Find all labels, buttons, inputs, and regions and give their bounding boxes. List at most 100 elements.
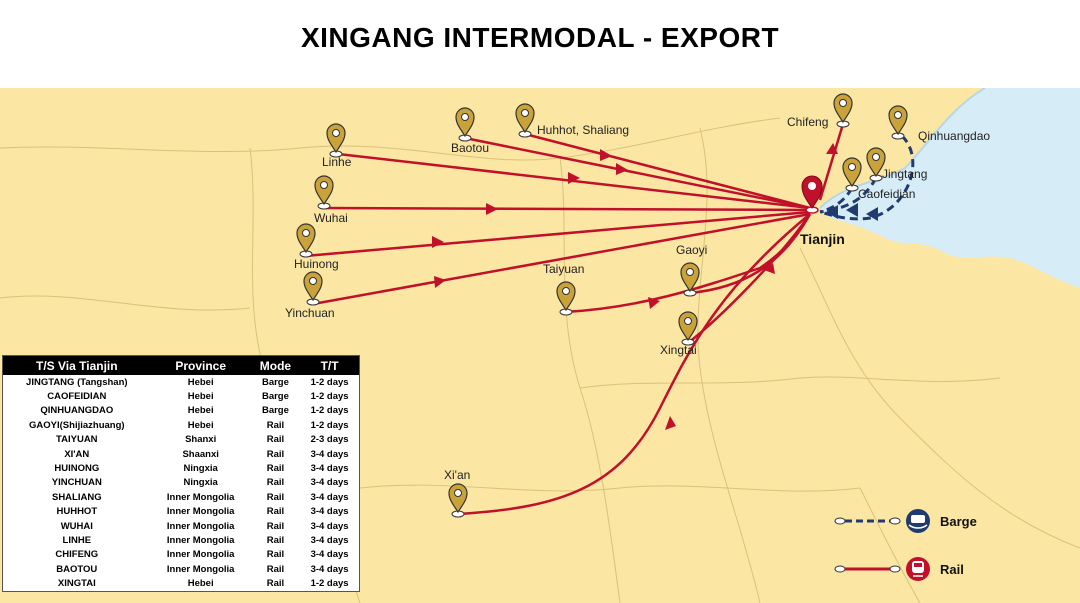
table-cell: Rail <box>266 506 285 518</box>
table-cell: SHALIANG <box>51 491 102 503</box>
location-pin-icon <box>556 281 576 312</box>
city-marker-huinong[interactable]: Huinong <box>294 223 339 271</box>
table-cell: Barge <box>261 391 289 403</box>
table-cell: GAOYI(Shijiazhuang) <box>29 419 125 431</box>
city-label: Xingtai <box>660 343 697 357</box>
table-cell: QINHUANGDAO <box>40 405 114 417</box>
city-marker-baotou[interactable]: Baotou <box>451 107 489 155</box>
table-cell: 3-4 days <box>310 520 349 532</box>
table-cell: Hebei <box>187 376 214 388</box>
city-label: Gaoyi <box>676 243 707 257</box>
legend: Barge Rail <box>834 509 977 581</box>
table-cell: BAOTOU <box>56 563 98 575</box>
table-row: XINGTAI Hebei Rail 1-2 days <box>3 576 359 590</box>
table-cell: TAIYUAN <box>56 434 98 446</box>
table-cell: Shanxi <box>185 434 217 446</box>
train-icon <box>906 557 930 581</box>
table-cell: Inner Mongolia <box>166 563 235 575</box>
table-header-cell: T/S Via Tianjin <box>3 356 151 375</box>
route-wuhai <box>324 206 811 212</box>
table-cell: YINCHUAN <box>51 477 102 489</box>
table-cell: HUHHOT <box>56 506 98 518</box>
legend-barge: Barge <box>834 509 977 533</box>
legend-rail-label: Rail <box>940 562 964 577</box>
hub-label: Tianjin <box>800 231 845 247</box>
table-cell: Rail <box>266 448 285 460</box>
table-cell: 2-3 days <box>310 434 349 446</box>
table-cell: 3-4 days <box>310 477 349 489</box>
city-marker-linhe[interactable]: Linhe <box>322 123 352 169</box>
table-cell: Rail <box>266 549 285 561</box>
location-pin-icon <box>680 262 700 293</box>
city-label: Linhe <box>322 155 352 169</box>
city-label: Xi'an <box>444 468 470 482</box>
table-cell: 3-4 days <box>310 491 349 503</box>
location-pin-icon <box>678 311 698 342</box>
table-cell: Shaanxi <box>182 448 219 460</box>
location-pin-icon <box>515 103 535 134</box>
city-marker-xingtai[interactable]: Xingtai <box>660 311 698 357</box>
coastline <box>819 88 986 209</box>
table-header-cell: T/T <box>300 356 359 375</box>
table-cell: Rail <box>266 578 285 590</box>
table-header-cell: Mode <box>250 356 301 375</box>
location-pin-icon <box>303 271 323 302</box>
hub-marker[interactable] <box>801 175 823 214</box>
city-marker-caofeidian[interactable]: Caofeidian <box>842 157 915 201</box>
table-cell: Rail <box>266 563 285 575</box>
city-label: Caofeidian <box>858 187 915 201</box>
table-cell: Hebei <box>187 405 214 417</box>
city-label: Yinchuan <box>285 306 335 320</box>
city-marker-chifeng[interactable]: Chifeng <box>787 93 853 129</box>
table-cell: 3-4 days <box>310 549 349 561</box>
ship-icon <box>906 509 930 533</box>
table-cell: Barge <box>261 405 289 417</box>
barge-jingtang <box>819 177 878 214</box>
table-cell: Inner Mongolia <box>166 549 235 561</box>
table-cell: XINGTAI <box>57 578 96 590</box>
table-cell: Rail <box>266 534 285 546</box>
table-cell: Ningxia <box>183 477 218 489</box>
city-label: Chifeng <box>787 115 828 129</box>
table-cell: 1-2 days <box>310 578 349 590</box>
sea-area <box>820 88 1080 288</box>
city-marker-jingtang[interactable]: Jingtang <box>866 147 927 182</box>
table-cell: 3-4 days <box>310 534 349 546</box>
city-marker-xi-an[interactable]: Xi'an <box>444 468 470 518</box>
table-cell: Rail <box>266 520 285 532</box>
city-marker-huhhot-shaliang[interactable]: Huhhot, Shaliang <box>515 103 629 138</box>
table-cell: HUINONG <box>54 463 100 475</box>
city-marker-yinchuan[interactable]: Yinchuan <box>285 271 335 320</box>
table-cell: Hebei <box>187 578 214 590</box>
city-label: Qinhuangdao <box>918 129 990 143</box>
table-cell: 3-4 days <box>310 448 349 460</box>
location-pin-icon <box>455 107 475 138</box>
table-cell: 1-2 days <box>310 391 349 403</box>
location-pin-icon <box>842 157 862 188</box>
table-cell: 3-4 days <box>310 463 349 475</box>
city-marker-wuhai[interactable]: Wuhai <box>314 175 348 225</box>
location-pin-icon <box>296 223 316 254</box>
table-cell: Hebei <box>187 391 214 403</box>
table-header-cell: Province <box>150 356 251 375</box>
city-label: Jingtang <box>882 167 927 181</box>
city-marker-qinhuangdao[interactable]: Qinhuangdao <box>888 105 990 143</box>
city-marker-gaoyi[interactable]: Gaoyi <box>676 243 707 297</box>
rail-arrowheads <box>432 143 838 430</box>
city-marker-taiyuan[interactable]: Taiyuan <box>543 262 584 316</box>
location-pin-icon <box>866 147 886 178</box>
table-cell: Ningxia <box>183 463 218 475</box>
city-label: Baotou <box>451 141 489 155</box>
